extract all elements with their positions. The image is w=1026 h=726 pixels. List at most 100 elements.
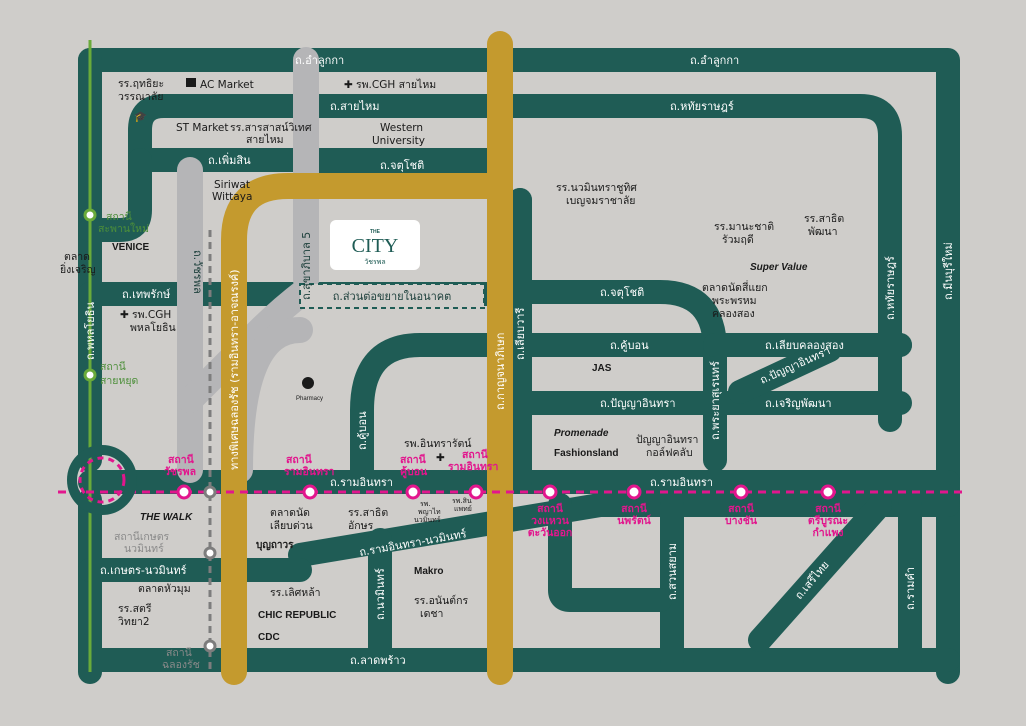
- place-siriwat-2: Wittaya: [212, 191, 252, 203]
- place-sisaeng-2: พระพรหม: [712, 295, 757, 307]
- place-the-walk: THE WALK: [140, 512, 193, 523]
- school-icon: 🎓: [134, 111, 147, 123]
- label-liab-khlong-song: ถ.เลียบคลองสอง: [765, 339, 844, 352]
- place-phyathai-1: รพ.: [420, 500, 431, 508]
- place-ratanakosin-2: วรรณาลัย: [118, 91, 163, 103]
- place-cgh-saimai: รพ.CGH สายไหม: [356, 78, 436, 91]
- station-b3-line1: สถานี: [728, 502, 755, 515]
- station-kaset-nawamin-line1: สถานีเกษตร: [114, 530, 170, 543]
- label-ram-inthra-left: ถ.รามอินทรา: [330, 476, 393, 489]
- station-b3-marker[interactable]: [733, 484, 749, 500]
- label-phaholyothin: ถ.พหลโยธิน: [83, 302, 97, 360]
- station-top4-line1: สถานี: [462, 448, 489, 461]
- place-sinphaet-1: รพ.สิน: [452, 497, 472, 505]
- market-icon: [186, 78, 196, 87]
- station-b1-line2: วงแหวน: [531, 515, 570, 527]
- place-yingcharoen-2: ยิ่งเจริญ: [60, 262, 96, 276]
- station-b2-marker[interactable]: [626, 484, 642, 500]
- label-phermsin: ถ.เพิ่มสิน: [208, 152, 251, 167]
- future-extension-box: [299, 283, 485, 309]
- station-top1-marker[interactable]: [176, 484, 192, 500]
- station-top3-marker[interactable]: [405, 484, 421, 500]
- place-sathit-1: รร.สาธิต: [804, 213, 844, 225]
- station-gray-ramintra-marker[interactable]: [203, 485, 217, 499]
- label-hathairat-top: ถ.หทัยราษฎร์: [670, 100, 734, 113]
- places: รร.ฤทธิยะ วรรณาลัย 🎓 AC Market ✚ รพ.CGH …: [60, 78, 844, 643]
- road-vacharapol-link: [78, 148, 152, 242]
- label-chatuchot-mid: ถ.จตุโชติ: [600, 285, 644, 299]
- place-navamintra-2: เบญจมราชาลัย: [566, 195, 635, 207]
- roundabout-road: [67, 445, 137, 515]
- station-b1-marker[interactable]: [542, 484, 558, 500]
- label-amphur-right: ถ.อำลูกกา: [690, 54, 739, 67]
- station-saphan-mai-line1: สถานี: [106, 210, 132, 223]
- road-lower-connector: [548, 493, 672, 612]
- place-yingcharoen-1: ตลาด: [64, 251, 90, 263]
- station-sai-yud-marker[interactable]: [83, 368, 97, 382]
- label-charoen-phatthana: ถ.เจริญพัฒนา: [765, 397, 832, 410]
- station-b2-line1: สถานี: [621, 502, 648, 515]
- place-sisaeng-3: คลองสอง: [712, 308, 755, 320]
- label-min-buri: ถ.รามคำ: [904, 567, 917, 610]
- station-b1-line3: ตะวันออก: [528, 527, 573, 539]
- station-top3-line1: สถานี: [400, 453, 427, 466]
- road-seri-thai: [748, 493, 892, 652]
- station-b4-line3: กำแพง: [812, 527, 843, 539]
- place-rr-ram-2: อักษร: [348, 520, 374, 532]
- station-top4-line2: รามอินทรา: [448, 461, 499, 473]
- station-saphan-mai-line2: สะพานใหม่: [98, 222, 149, 235]
- station-kaset-nawamin-line2: นวมินทร์: [124, 542, 164, 555]
- project-sub: วัชรพล: [364, 258, 385, 266]
- station-chalong-rat-line2: ฉลองรัช: [162, 659, 200, 671]
- place-sathit-2: พัฒนา: [808, 226, 837, 238]
- label-khubon: ถ.คู้บอน: [610, 339, 649, 352]
- place-rr-lertla: รร.เลิศหล้า: [270, 587, 321, 599]
- station-top4-marker[interactable]: [468, 484, 484, 500]
- place-fashion: Fashionsland: [554, 448, 618, 459]
- station-b1-line1: สถานี: [537, 502, 564, 515]
- station-b4-line1: สถานี: [815, 502, 842, 515]
- place-panya-golf-2: กอล์ฟคลับ: [646, 446, 693, 459]
- place-undikorn-2: เดชา: [420, 608, 443, 620]
- station-top1-line2: วัชรพล: [164, 466, 196, 478]
- station-sai-yud-line2: สายหยุด: [100, 375, 138, 387]
- place-inthrarat-hosp: รพ.อินทรารัตน์: [404, 437, 472, 450]
- station-b4-marker[interactable]: [820, 484, 836, 500]
- road-interchange-1: [177, 277, 319, 413]
- road-ram-nawamin: [288, 493, 960, 567]
- place-manachart-2: รัวมฤดี: [722, 233, 754, 246]
- roundabout-pink: [78, 456, 126, 504]
- station-top2-marker[interactable]: [302, 484, 318, 500]
- station-kaset-nawamin-marker[interactable]: [203, 546, 217, 560]
- place-rr-ram-1: รร.สาธิต: [348, 507, 388, 519]
- station-chalong-rat-line1: สถานี: [166, 646, 192, 659]
- place-pharmacy: Pharmacy: [296, 396, 323, 402]
- hospital-cross-icon-2: ✚: [120, 309, 129, 321]
- label-expressway: ทางพิเศษฉลองรัช (รามอินทรา-อาจณรงค์): [228, 269, 241, 470]
- place-western-1: Western: [380, 122, 423, 134]
- project-card[interactable]: [330, 220, 420, 270]
- road-khubon: [350, 333, 912, 494]
- station-chalong-rat-marker[interactable]: [203, 639, 217, 653]
- place-cgh-phahol-1: รพ.CGH: [132, 309, 171, 321]
- station-top2-line1: สถานี: [286, 453, 313, 466]
- place-sinphaet-2: แพทย์: [454, 505, 472, 513]
- road-panya-diag: [728, 338, 842, 404]
- station-b2-line2: นพรัตน์: [617, 514, 652, 527]
- place-bunthavorn: บุญถาวร: [256, 540, 294, 551]
- label-chatuchot-top: ถ.จตุโชติ: [380, 158, 424, 172]
- station-saphan-mai-marker[interactable]: [83, 208, 97, 222]
- station-b4-line2: ตรีบูรณะ: [808, 514, 848, 528]
- place-manachart-1: รร.มานะชาติ: [714, 221, 774, 233]
- label-ram-inthra-right: ถ.รามอินทรา: [650, 476, 713, 489]
- place-chic: CHIC REPUBLIC: [258, 610, 336, 621]
- place-makro: Makro: [414, 566, 443, 577]
- place-sisaeng-1: ตลาดนัดสี่แยก: [702, 280, 768, 294]
- project-name: CITY: [352, 235, 399, 257]
- place-talad-nat-2: เลียบด่วน: [270, 519, 313, 532]
- place-panya-golf-1: ปัญญาอินทรา: [636, 434, 698, 446]
- place-rr-satri-1: รร.สตรี: [118, 602, 152, 615]
- label-liap-wari: ถ.เลียบวารี: [514, 308, 527, 360]
- label-lat-phrao: ถ.ลาดพร้าว: [350, 654, 406, 667]
